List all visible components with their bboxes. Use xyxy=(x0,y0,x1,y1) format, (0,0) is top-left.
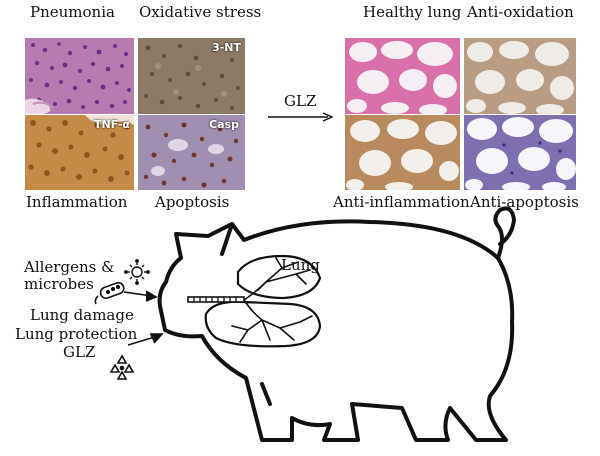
title-anti-oxidation: Anti-oxidation xyxy=(467,3,574,21)
alveoli-texture xyxy=(345,38,460,114)
ihc-stain-texture xyxy=(138,115,245,190)
alveoli-texture xyxy=(345,115,460,190)
alveoli-texture xyxy=(464,38,576,114)
bronchial-tree xyxy=(231,257,313,343)
title-apoptosis: Apoptosis xyxy=(155,193,230,211)
micrograph-oxidative-stress: 3-NT xyxy=(138,38,245,114)
ihc-stain-texture xyxy=(138,38,245,114)
trachea-rings xyxy=(193,297,237,302)
title-inflammation: Inflammation xyxy=(26,193,128,211)
micrograph-apoptosis: Casp xyxy=(138,115,245,190)
marker-caspase: Casp xyxy=(209,118,239,131)
treatment-label: GLZ xyxy=(284,92,317,110)
micrograph-anti-inflammation xyxy=(345,115,460,190)
ihc-stain-texture xyxy=(25,115,134,190)
lung-upper-lobe xyxy=(236,254,322,300)
label-lung-damage: Lung damage xyxy=(30,306,134,324)
micrograph-inflammation: TNF-α xyxy=(25,115,134,190)
input-arrows xyxy=(123,290,164,346)
micrograph-anti-apoptosis xyxy=(464,115,576,190)
label-lung-protection: Lung protection xyxy=(15,325,138,343)
marker-tnf-alpha: TNF-α xyxy=(93,118,130,131)
title-anti-inflammation: Anti-inflammation xyxy=(333,193,470,211)
organ-label-lung: Lung xyxy=(281,256,320,274)
title-oxidative-stress: Oxidative stress xyxy=(139,3,262,21)
lungs-illustration xyxy=(187,254,322,348)
alveoli-texture xyxy=(464,115,576,190)
bacterium-icon xyxy=(94,281,125,305)
micrograph-healthy-lung xyxy=(345,38,460,114)
marker-3nt: 3-NT xyxy=(212,41,241,54)
title-pneumonia: Pneumonia xyxy=(30,3,115,21)
virus-icon xyxy=(124,259,150,285)
he-stain-texture xyxy=(25,38,134,114)
label-glz-drug: GLZ xyxy=(63,343,96,361)
title-healthy-lung: Healthy lung xyxy=(363,3,462,21)
pig-outline xyxy=(157,206,516,442)
glz-molecule-icon xyxy=(109,354,135,380)
input-label-allergens: Allergens & xyxy=(24,258,115,276)
micrograph-pneumonia xyxy=(25,38,134,114)
title-anti-apoptosis: Anti-apoptosis xyxy=(470,193,579,211)
micrograph-anti-oxidation xyxy=(464,38,576,114)
input-label-microbes: microbes xyxy=(24,275,94,293)
